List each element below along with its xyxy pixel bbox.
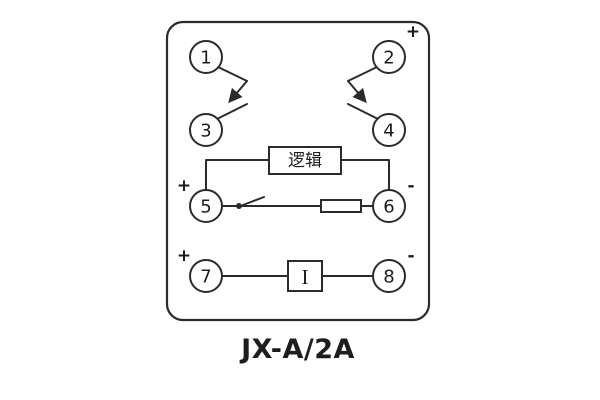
terminal-2-circle: [372, 40, 406, 74]
terminal-3-label: 3: [200, 121, 211, 142]
contact-2-4-lever-arrow: [347, 80, 367, 104]
terminal-3-circle: [189, 113, 223, 147]
logic-box-outline: [268, 146, 342, 175]
contact-4-lead: [347, 103, 379, 120]
polarity-marks: + + - + -: [177, 22, 420, 266]
contact-pivot-dot: [236, 203, 242, 209]
terminal-1-label: 1: [200, 48, 211, 69]
terminal-6-label: 6: [383, 197, 394, 218]
terminal-4-circle: [372, 113, 406, 147]
contact-1-lead: [217, 66, 248, 82]
terminal-5-circle: [189, 189, 223, 223]
diagram-caption: JX-A/2A: [239, 334, 355, 365]
terminals: 1 2 3 4 5 6 7 8: [189, 40, 406, 293]
terminal-4-label: 4: [383, 121, 394, 142]
logic-box-label: 逻辑: [288, 151, 322, 171]
polarity-plus-terminal-5: +: [177, 176, 191, 196]
circuit-5-6: [221, 196, 374, 213]
contact-2-lead: [347, 66, 378, 82]
terminal-2-label: 2: [383, 48, 394, 69]
terminal-8-label: 8: [383, 267, 394, 288]
terminal-8-circle: [372, 259, 406, 293]
circuit-7-8: I: [221, 260, 374, 292]
contact-2-4: [347, 66, 379, 120]
polarity-plus-top-right: +: [406, 22, 420, 42]
terminal-5-label: 5: [200, 197, 211, 218]
terminal-1-circle: [189, 40, 223, 74]
current-element-label: I: [302, 265, 309, 289]
wire-logic-to-terminal-5: [205, 159, 270, 191]
polarity-plus-terminal-7: +: [177, 246, 191, 266]
current-element-box: [287, 260, 323, 292]
wire-logic-to-terminal-6: [340, 159, 390, 191]
resistor-symbol: [320, 199, 362, 213]
contact-1-3-lever-arrow: [228, 80, 248, 104]
polarity-minus-terminal-8: -: [407, 246, 414, 266]
terminal-6-circle: [372, 189, 406, 223]
terminal-7-circle: [189, 259, 223, 293]
polarity-minus-terminal-6: -: [407, 176, 414, 196]
contact-1-3: [216, 66, 248, 120]
contact-3-lead: [216, 103, 248, 120]
logic-box: 逻辑: [268, 146, 342, 175]
series-contact-lever: [242, 196, 265, 206]
terminal-7-label: 7: [200, 267, 211, 288]
